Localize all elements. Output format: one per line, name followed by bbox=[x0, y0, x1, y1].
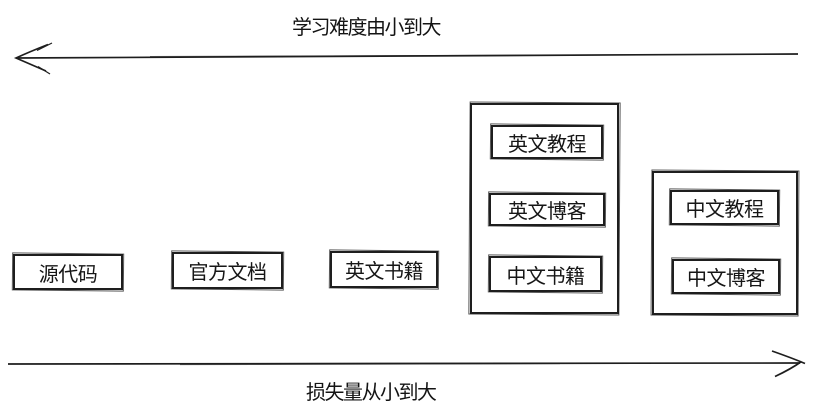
node-label: 中文博客 bbox=[687, 266, 766, 290]
node-label: 英文书籍 bbox=[345, 259, 424, 283]
node-english-tutorials: 英文教程 bbox=[491, 125, 603, 159]
difficulty-axis-label: 学习难度由小到大 bbox=[292, 15, 442, 39]
node-english-blogs: 英文博客 bbox=[489, 193, 605, 226]
group-chinese-tutorials-blogs: 中文教程 中文博客 bbox=[652, 171, 798, 315]
arrowhead-right-icon bbox=[771, 350, 806, 365]
node-chinese-books: 中文书籍 bbox=[489, 256, 602, 292]
arrow-line-overstroke bbox=[149, 54, 641, 58]
node-source-code: 源代码 bbox=[13, 254, 123, 290]
arrow-line bbox=[15, 53, 799, 59]
loss-axis-label: 损失量从小到大 bbox=[306, 380, 437, 404]
node-label: 中文书籍 bbox=[506, 263, 586, 288]
group-english-resources-chinese-books: 英文教程 英文博客 中文书籍 bbox=[470, 103, 619, 314]
node-label: 源代码 bbox=[38, 261, 98, 286]
arrowhead-right-icon-lower bbox=[774, 360, 802, 378]
node-english-books: 英文书籍 bbox=[330, 251, 438, 288]
node-chinese-tutorials: 中文教程 bbox=[670, 190, 779, 225]
difficulty-axis-arrow-left bbox=[13, 42, 799, 75]
arrowhead-left-hook-top bbox=[36, 42, 53, 52]
arrow-line bbox=[7, 362, 801, 365]
node-label: 官方文档 bbox=[188, 260, 268, 284]
node-label: 中文教程 bbox=[685, 197, 765, 221]
loss-axis-arrow-right bbox=[7, 350, 806, 378]
node-label: 英文教程 bbox=[508, 131, 587, 156]
node-chinese-blogs: 中文博客 bbox=[672, 259, 780, 294]
arrowhead-left-hook-bottom bbox=[37, 65, 51, 75]
node-label: 英文博客 bbox=[508, 199, 587, 223]
arrowhead-left-icon bbox=[13, 43, 49, 72]
node-official-docs: 官方文档 bbox=[172, 252, 283, 289]
arrow-line-overstroke bbox=[179, 363, 561, 366]
